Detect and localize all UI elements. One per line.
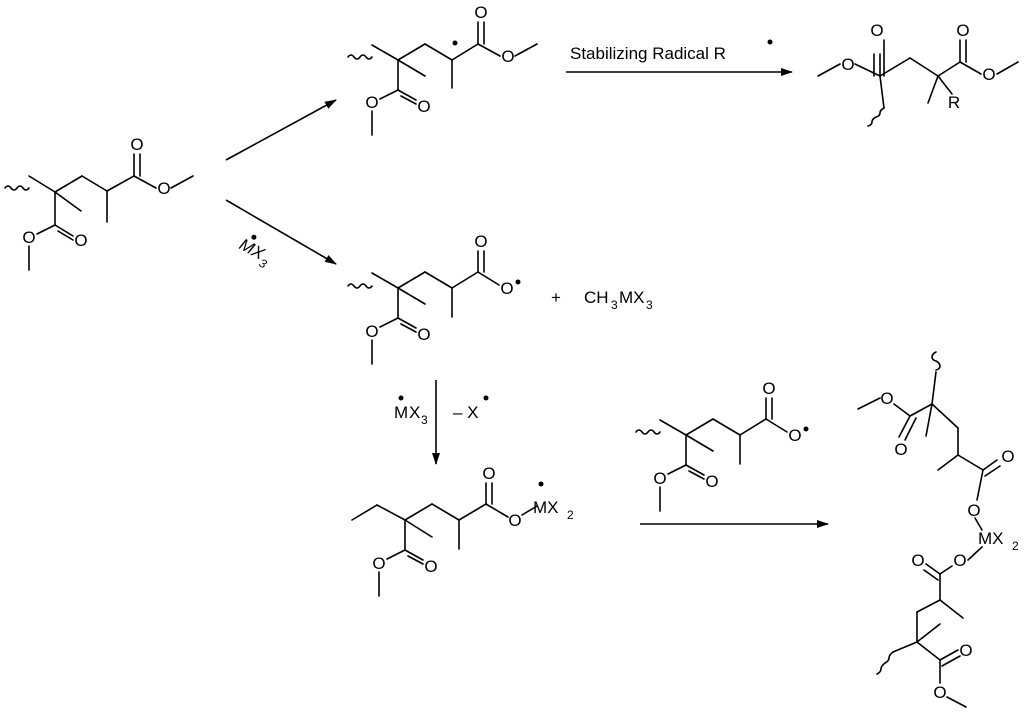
metal-carboxylate-intermediate: O O O O MX 2: [351, 464, 574, 597]
carbon-radical-intermediate: O O O O: [347, 3, 538, 136]
atom-label-o: O: [501, 47, 514, 66]
atom-label-o: O: [22, 228, 35, 247]
plus-sign: +: [551, 288, 561, 307]
arrow-to-carboxyl-radical: [225, 199, 337, 265]
radical-dot: [538, 481, 544, 487]
atom-label-o: O: [482, 464, 495, 483]
radical-dot: [452, 40, 458, 46]
stabilizing-radical-text: Stabilizing Radical R: [570, 44, 726, 63]
arrow-to-carbon-radical: [225, 99, 337, 161]
polymer-chain-wavy-bond: [635, 429, 661, 435]
atom-label-o: O: [500, 279, 513, 298]
atom-label-o: O: [953, 551, 966, 570]
atom-label-o: O: [365, 93, 378, 112]
stabilized-product-structure: O O O O R: [817, 21, 1019, 127]
polymer-chain-wavy-bond: [867, 107, 885, 127]
ch3mx3-sub2: 3: [646, 298, 653, 312]
atom-label-o: O: [1001, 447, 1014, 466]
carboxyl-radical-reagent: O O O O: [635, 379, 809, 512]
mx3-m: M: [394, 403, 408, 422]
mx2-label: MX: [533, 498, 559, 517]
label-stabilizing-radical: Stabilizing Radical R: [570, 39, 773, 63]
atom-label-o: O: [365, 322, 378, 341]
mx2-label: MX: [978, 529, 1004, 548]
atom-label-o: O: [841, 55, 854, 74]
polymer-chain-wavy-bond: [347, 283, 373, 289]
minus-x-text: – X: [453, 403, 479, 422]
polymer-chain-wavy-bond: [347, 54, 373, 60]
atom-label-o: O: [956, 21, 969, 40]
mx2-subscript: 2: [567, 508, 574, 522]
atom-label-o: O: [417, 325, 430, 344]
atom-label-o: O: [762, 379, 775, 398]
atom-label-o: O: [74, 231, 87, 250]
polymer-chain-wavy-bond: [4, 185, 30, 191]
atom-label-o: O: [157, 179, 170, 198]
crosslinked-product-structure: O O O O MX 2 O O O O: [857, 351, 1019, 708]
label-minus-x: – X: [453, 395, 489, 422]
radical-dot: [803, 426, 809, 432]
starting-polymer-structure: O O O O: [4, 135, 194, 271]
atom-label-o: O: [870, 21, 883, 40]
label-mx3-slanted: M X 3: [236, 234, 269, 271]
ch3mx3-mx: MX: [619, 288, 645, 307]
atom-label-o: O: [959, 641, 972, 660]
atom-label-o: O: [653, 469, 666, 488]
atom-label-o: O: [911, 551, 924, 570]
atom-label-o: O: [894, 440, 907, 459]
atom-label-o: O: [372, 554, 385, 573]
atom-label-o: O: [967, 501, 980, 520]
atom-label-o: O: [705, 472, 718, 491]
atom-label-o: O: [130, 135, 143, 154]
atom-label-o: O: [508, 511, 521, 530]
mx3-subscript: 3: [421, 413, 428, 427]
mx2-subscript: 2: [1012, 539, 1019, 553]
radical-dot: [767, 39, 773, 45]
radical-dot: [483, 395, 489, 401]
atom-label-o: O: [424, 557, 437, 576]
label-mx3-vertical: M X 3: [394, 395, 428, 427]
polymer-chain-wavy-bond: [931, 351, 941, 371]
atom-label-o: O: [788, 426, 801, 445]
radical-dot: [251, 234, 257, 240]
mx3-x: X: [409, 403, 420, 422]
atom-label-o: O: [417, 97, 430, 116]
byproduct-ch3mx3: + CH 3 MX 3: [551, 288, 653, 312]
atom-label-o: O: [474, 232, 487, 251]
ch3mx3-sub1: 3: [611, 298, 618, 312]
polymer-chain-wavy-bond: [876, 651, 894, 675]
radical-dot: [398, 395, 404, 401]
atom-label-o: O: [880, 389, 893, 408]
atom-label-o: O: [474, 3, 487, 22]
atom-label-o: O: [982, 65, 995, 84]
radical-dot: [515, 279, 521, 285]
carboxyl-radical-intermediate: O O O O: [347, 232, 521, 365]
ch3mx3-ch: CH: [584, 288, 609, 307]
atom-label-r: R: [948, 93, 960, 112]
atom-label-o: O: [933, 683, 946, 702]
